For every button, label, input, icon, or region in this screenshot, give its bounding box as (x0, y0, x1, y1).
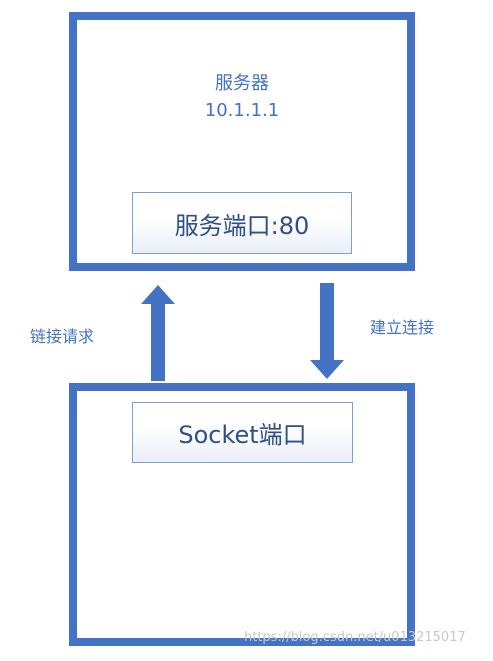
server-ip: 10.1.1.1 (204, 100, 280, 121)
socket-port-label: Socket端口 (178, 421, 307, 449)
connect-label: 建立连接 (370, 318, 435, 337)
socket-port-box: Socket端口 (132, 402, 353, 463)
request-label: 链接请求 (30, 327, 95, 346)
request-arrow-up (141, 285, 175, 381)
server-port-label: 服务端口:80 (174, 211, 310, 240)
request-arrow-shape (141, 285, 175, 381)
connect-arrow-shape (310, 283, 344, 379)
server-port-box: 服务端口:80 (132, 192, 352, 254)
connect-arrow-down (310, 283, 344, 379)
server-title: 服务器 (215, 73, 269, 94)
watermark-text: https://blog.csdn.net/u013215017 (244, 630, 466, 645)
